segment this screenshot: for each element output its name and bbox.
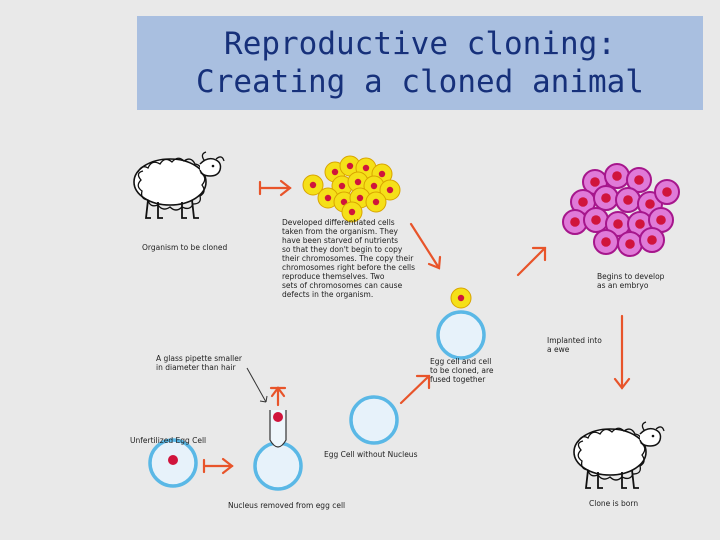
label-differentiated-cells: Developed differentiated cells taken fro…	[282, 218, 415, 299]
label-embryo: Begins to develop as an embryo	[597, 272, 664, 290]
arrow-egg-to-removal	[204, 459, 232, 473]
fused-egg-cell	[438, 312, 484, 358]
egg-nucleus-removed	[255, 443, 301, 489]
label-nucleus-removed: Nucleus removed from egg cell	[228, 501, 345, 510]
label-no-nucleus: Egg Cell without Nucleus	[324, 450, 417, 459]
label-implanted: Implanted into a ewe	[547, 336, 602, 354]
pipette-pointer-line	[247, 368, 266, 402]
label-pipette: A glass pipette smaller in diameter than…	[156, 354, 242, 372]
arrow-cells-to-fusion	[411, 224, 440, 268]
arrow-pipette-up	[271, 388, 285, 405]
title-line-2: Creating a cloned animal	[196, 63, 644, 101]
fused-yellow-cell	[451, 288, 471, 308]
egg-without-nucleus	[351, 397, 397, 443]
cloning-diagram: Organism to be cloned Developed differen…	[120, 120, 720, 540]
arrow-embryo-to-clone	[615, 316, 629, 388]
label-clone: Clone is born	[589, 499, 638, 508]
organism-sheep	[134, 152, 224, 218]
diagram-svg	[120, 120, 720, 540]
label-unfertilized: Unfertilized Egg Cell	[130, 436, 206, 445]
glass-pipette	[270, 410, 286, 447]
arrow-fusion-to-embryo	[518, 248, 545, 275]
clone-sheep	[574, 422, 664, 488]
label-organism: Organism to be cloned	[142, 243, 227, 252]
differentiated-cells	[303, 156, 400, 222]
unfertilized-egg	[150, 440, 196, 486]
arrow-enucleated-to-fusion	[401, 376, 429, 403]
arrow-organism-to-cells	[260, 181, 290, 195]
title-banner: Reproductive cloning: Creating a cloned …	[137, 16, 703, 110]
embryo-cluster	[563, 164, 679, 256]
label-fused: Egg cell and cell to be cloned, are fuse…	[430, 357, 494, 384]
title-line-1: Reproductive cloning:	[224, 25, 616, 63]
